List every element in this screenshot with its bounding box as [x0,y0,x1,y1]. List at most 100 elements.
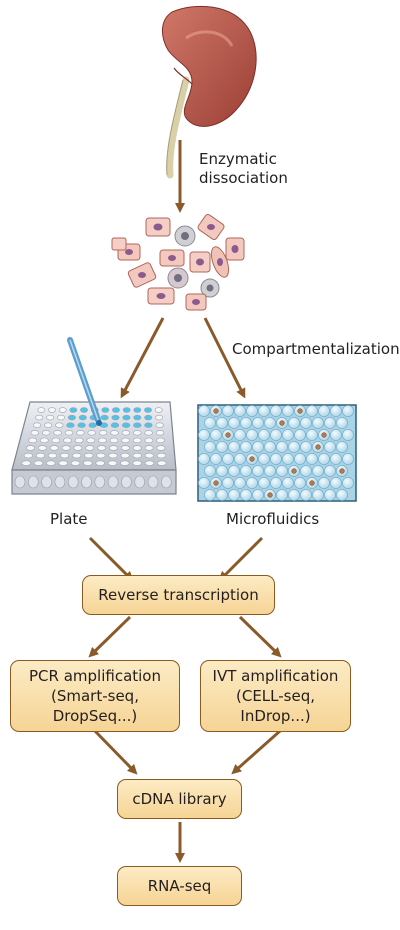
plate-well-side [107,475,119,489]
droplet [222,453,234,465]
plate-well [157,460,167,466]
plate-well [144,445,154,451]
plate-well [120,460,130,466]
droplet [300,417,312,429]
arrow-pcr-to-cdna [93,729,138,775]
plate-well [32,422,42,428]
plate-well [144,452,154,459]
droplet [324,417,336,429]
rna-seq-label: RNA-seq [147,877,212,895]
plate-well [112,407,120,413]
arrow-cells-to-plate [120,317,165,399]
kidney-hilum [173,67,193,85]
droplet [306,453,318,465]
cdna-library-box: cDNA library [117,779,242,819]
droplet [246,429,258,441]
droplet [288,489,300,501]
cell [189,251,211,273]
plate-well-side [67,475,79,489]
cell [167,267,189,289]
plate-well [133,407,142,413]
plate-well [111,414,120,421]
droplet [294,453,306,465]
plate-well [66,422,75,428]
droplet [312,465,324,477]
cell [200,278,220,298]
enzymatic-dissociation-label: Enzymatic dissociation [199,150,288,187]
plate-label: Plate [50,510,88,528]
plate-well [76,430,85,436]
plate-well [84,452,94,459]
droplet [228,441,240,453]
droplet [216,489,228,501]
droplet [234,405,246,417]
plate-well [132,445,142,451]
ureter-edge [166,79,184,176]
plate-well [133,430,142,436]
droplet-cell [309,480,315,486]
plate-well [21,460,31,466]
droplet [198,405,210,417]
droplet [270,477,282,489]
plate-well [108,452,118,459]
plate-side [11,469,177,495]
microfluidics-label: Microfluidics [226,510,320,528]
cell [145,217,171,237]
droplet [264,465,276,477]
droplet [288,441,300,453]
plate-well [156,452,166,459]
droplet [204,489,216,501]
droplet [270,453,282,465]
plate-well [80,407,88,413]
droplet-cell [321,432,327,438]
ivt-amplification-box: IVT amplification (CELL-seq, InDrop...) [200,660,351,732]
cell [174,225,196,247]
droplet [216,441,228,453]
plate-well [154,407,163,413]
plate-well [144,430,153,436]
droplet [306,429,318,441]
plate-well [96,452,106,459]
droplet [282,429,294,441]
plate-well [51,437,61,444]
droplet [324,465,336,477]
droplet-cell [279,420,285,426]
plate-well [155,422,164,428]
droplet-cell [213,480,219,486]
plate-well [69,407,78,413]
plate-well [72,452,82,459]
plate-well [55,422,64,428]
flow-arrows [88,140,282,863]
droplet [300,465,312,477]
plate-well [98,437,107,444]
droplet-grid [198,405,354,501]
plate-well-side [81,475,92,489]
plate-well [98,430,108,436]
droplet [318,477,330,489]
plate-well [73,445,83,451]
plate-well [122,407,131,413]
droplet-cell [297,408,303,414]
droplet [336,417,348,429]
plate-well [88,422,97,428]
droplet [294,429,306,441]
plate-well [86,437,96,444]
droplet [276,465,288,477]
plate-well-side [147,475,159,489]
plate-illustration [11,337,177,495]
droplet [240,489,252,501]
droplet [222,405,234,417]
plate-well [155,430,165,436]
droplet [258,477,270,489]
droplet [240,441,252,453]
droplet [234,453,246,465]
droplet [234,429,246,441]
plate-well [78,414,87,421]
plate-well [144,460,155,466]
plate-well [46,460,56,466]
pipette-drop [96,420,102,426]
droplet [300,441,312,453]
plate-well [109,445,119,451]
